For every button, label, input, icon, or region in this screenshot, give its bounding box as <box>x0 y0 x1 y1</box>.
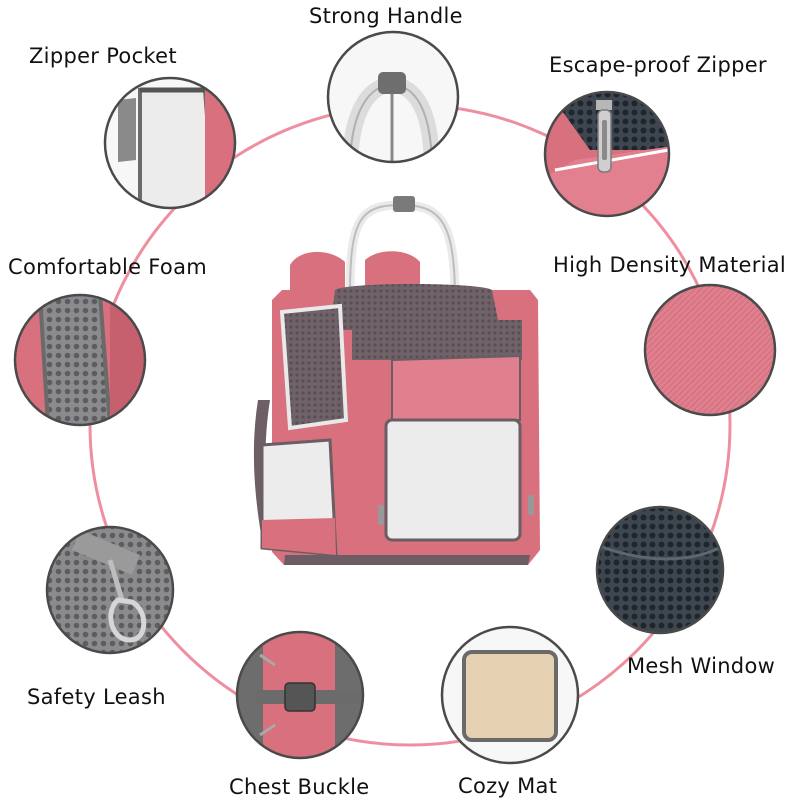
label-cozy-mat: Cozy Mat <box>458 774 558 798</box>
pocket-icon <box>103 76 237 210</box>
foam-icon <box>13 293 147 427</box>
label-chest-buckle: Chest Buckle <box>229 775 370 799</box>
backpack-image <box>253 196 540 565</box>
leash-icon <box>45 525 175 655</box>
fabric-icon <box>643 283 777 417</box>
label-zipper-pocket: Zipper Pocket <box>29 44 177 68</box>
label-comfortable-foam: Comfortable Foam <box>8 255 208 279</box>
label-high-density-material: High Density Material <box>553 253 787 277</box>
buckle-icon <box>235 630 365 760</box>
handle-icon <box>326 30 460 164</box>
mat-icon <box>440 625 580 765</box>
mesh-icon <box>595 505 725 635</box>
label-strong-handle: Strong Handle <box>309 4 463 28</box>
label-escape-proof-zipper: Escape-proof Zipper <box>549 53 767 77</box>
label-safety-leash: Safety Leash <box>27 685 166 709</box>
zipper-icon <box>543 90 671 218</box>
label-mesh-window: Mesh Window <box>627 654 776 678</box>
